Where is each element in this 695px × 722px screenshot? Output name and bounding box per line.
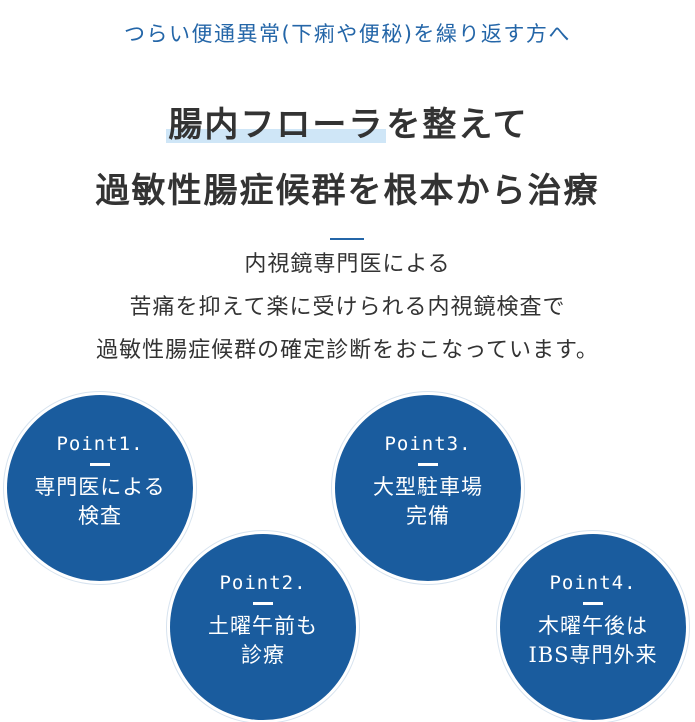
headline-highlight: 腸内フローラ: [166, 105, 387, 145]
point-1-text-line-2: 検査: [78, 504, 122, 528]
point-3-text-line-1: 大型駐車場: [373, 475, 483, 499]
point-2-divider: [253, 602, 273, 605]
point-2-text-line-1: 土曜午前も: [208, 614, 318, 638]
lead-line-1: 内視鏡専門医による: [244, 252, 451, 277]
point-4-circle: Point4. 木曜午後は IBS専門外来: [500, 534, 686, 720]
point-2-circle: Point2. 土曜午前も 診療: [170, 534, 356, 720]
point-4-label: Point4.: [549, 572, 637, 594]
lead-line-2: 苦痛を抑えて楽に受けられる内視鏡検査で: [129, 295, 566, 320]
point-4-text-line-2: IBS専門外来: [528, 643, 658, 667]
point-3-divider: [418, 463, 438, 466]
point-1-circle: Point1. 専門医による 検査: [7, 395, 193, 581]
point-2-text-line-2: 診療: [241, 643, 285, 667]
title-divider: [330, 238, 364, 240]
headline-line-1: 腸内フローラを整えて: [0, 105, 695, 145]
point-1-divider: [90, 463, 110, 466]
point-3-circle: Point3. 大型駐車場 完備: [335, 395, 521, 581]
point-1-text-line-1: 専門医による: [34, 475, 166, 499]
eyebrow-text: つらい便通異常(下痢や便秘)を繰り返す方へ: [124, 22, 571, 46]
point-4-text-line-1: 木曜午後は: [538, 614, 648, 638]
point-3-label: Point3.: [384, 433, 472, 455]
lead-line-3: 過敏性腸症候群の確定診断をおこなっています。: [96, 338, 599, 363]
point-3-text-line-2: 完備: [406, 504, 450, 528]
point-4-divider: [583, 602, 603, 605]
headline-line-1-rest: を整えて: [386, 105, 529, 145]
headline-line-2: 過敏性腸症候群を根本から治療: [95, 171, 600, 211]
point-2-label: Point2.: [219, 572, 307, 594]
point-1-label: Point1.: [56, 433, 144, 455]
